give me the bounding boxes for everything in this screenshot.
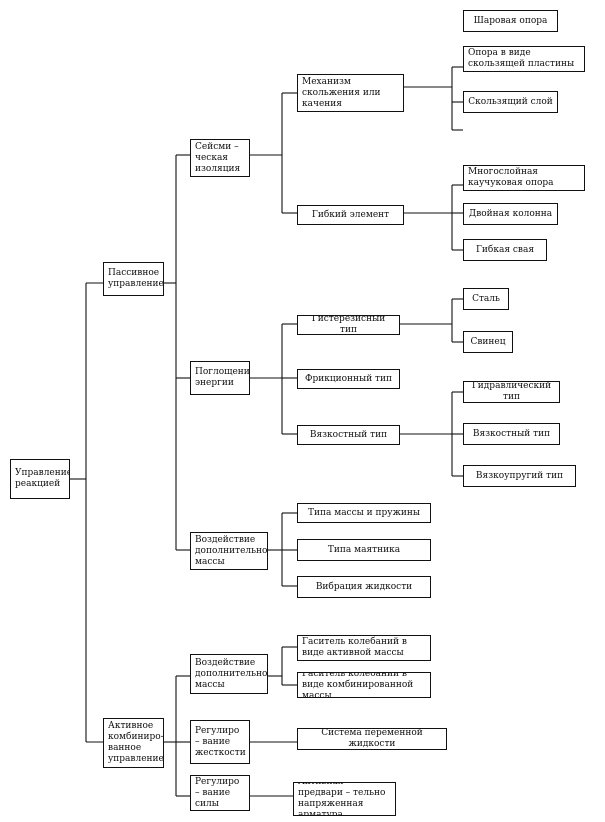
- node-label: Гибкая свая: [475, 244, 535, 255]
- node-viscoelastic-type: Вязкоупругий тип: [463, 465, 576, 487]
- node-sliding-plate: Опора в виде скользящей пластины: [463, 46, 585, 72]
- node-stiffness-regulation: Регулиро – вание жесткости: [190, 720, 250, 764]
- node-label: Воздействие дополнительной массы: [195, 657, 268, 690]
- node-label: Пассивное управление: [108, 268, 164, 289]
- node-label: Система переменной жидкости: [321, 728, 423, 749]
- node-double-column: Двойная колонна: [463, 203, 558, 225]
- node-variable-fluid-system: Система переменной жидкости: [297, 728, 447, 750]
- node-label: Опора в виде скользящей пластины: [468, 48, 575, 69]
- node-multilayer-rubber-bearing: Многослойная каучуковая опора: [463, 165, 585, 191]
- node-label: Скользящий слой: [468, 96, 553, 107]
- node-active-prestressed-tendon: Активная предвари – тельно напряженная а…: [293, 782, 396, 816]
- node-pendulum-type: Типа маятника: [297, 539, 431, 561]
- node-label: Гаситель колебаний в виде комбинированно…: [302, 672, 414, 698]
- node-label: Поглощение энергии: [195, 367, 250, 388]
- node-hybrid-mass-damper: Гаситель колебаний в виде комбинированно…: [297, 672, 431, 698]
- node-flexible-element: Гибкий элемент: [297, 205, 404, 225]
- node-energy-absorption: Поглощение энергии: [190, 361, 250, 395]
- node-additional-mass-active: Воздействие дополнительной массы: [190, 654, 268, 694]
- node-lead: Свинец: [463, 331, 513, 353]
- node-label: Вибрация жидкости: [315, 581, 413, 592]
- node-label: Свинец: [470, 336, 506, 347]
- node-label: Шаровая опора: [473, 15, 548, 26]
- node-label: Воздействие дополнительной массы: [195, 534, 268, 567]
- node-viscous-type-sub: Вязкостный тип: [463, 423, 560, 445]
- node-viscous-type: Вязкостный тип: [297, 425, 400, 445]
- node-label: Управление реакцией: [15, 468, 70, 489]
- node-label: Механизм скольжения или качения: [302, 76, 381, 109]
- node-seismic-isolation: Сейсми – ческая изоляция: [190, 139, 250, 177]
- node-sliding-layer: Скользящий слой: [463, 91, 558, 113]
- node-friction-type: Фрикционный тип: [297, 369, 400, 389]
- node-label: Гидравлический тип: [471, 381, 552, 402]
- node-label: Типа маятника: [327, 544, 401, 555]
- node-label: Регулиро – вание силы: [195, 776, 240, 809]
- node-additional-mass-passive: Воздействие дополнительной массы: [190, 532, 268, 570]
- node-active-combined-control: Активное комбиниро- ванное управление: [103, 718, 164, 768]
- node-sliding-mechanism: Механизм скольжения или качения: [297, 74, 404, 112]
- node-liquid-vibration: Вибрация жидкости: [297, 576, 431, 598]
- node-label: Гибкий элемент: [311, 209, 390, 220]
- node-force-regulation: Регулиро – вание силы: [190, 775, 250, 811]
- node-response-control: Управление реакцией: [10, 459, 70, 499]
- node-label: Многослойная каучуковая опора: [468, 167, 554, 188]
- node-mass-spring-type: Типа массы и пружины: [297, 503, 431, 523]
- node-label: Активная предвари – тельно напряженная а…: [298, 782, 386, 816]
- node-hysteresis-type: Гистерезисный тип: [297, 315, 400, 335]
- node-passive-control: Пассивное управление: [103, 262, 164, 296]
- node-hydraulic-type: Гидравлический тип: [463, 381, 560, 403]
- node-label: Активное комбиниро- ванное управление: [108, 721, 164, 764]
- node-steel: Сталь: [463, 288, 509, 310]
- node-ball-bearing: Шаровая опора: [463, 10, 558, 32]
- node-label: Сталь: [472, 293, 500, 304]
- node-label: Вязкоупругий тип: [475, 470, 564, 481]
- node-label: Вязкостный тип: [309, 429, 388, 440]
- node-flexible-pile: Гибкая свая: [463, 239, 547, 261]
- node-active-mass-damper: Гаситель колебаний в виде активной массы: [297, 635, 431, 661]
- node-label: Двойная колонна: [468, 208, 553, 219]
- node-label: Фрикционный тип: [304, 373, 393, 384]
- node-label: Гаситель колебаний в виде активной массы: [302, 637, 407, 658]
- node-label: Типа массы и пружины: [307, 507, 421, 518]
- node-label: Регулиро – вание жесткости: [195, 725, 246, 758]
- node-label: Сейсми – ческая изоляция: [195, 141, 241, 174]
- node-label: Гистерезисный тип: [311, 315, 386, 335]
- node-label: Вязкостный тип: [472, 428, 551, 439]
